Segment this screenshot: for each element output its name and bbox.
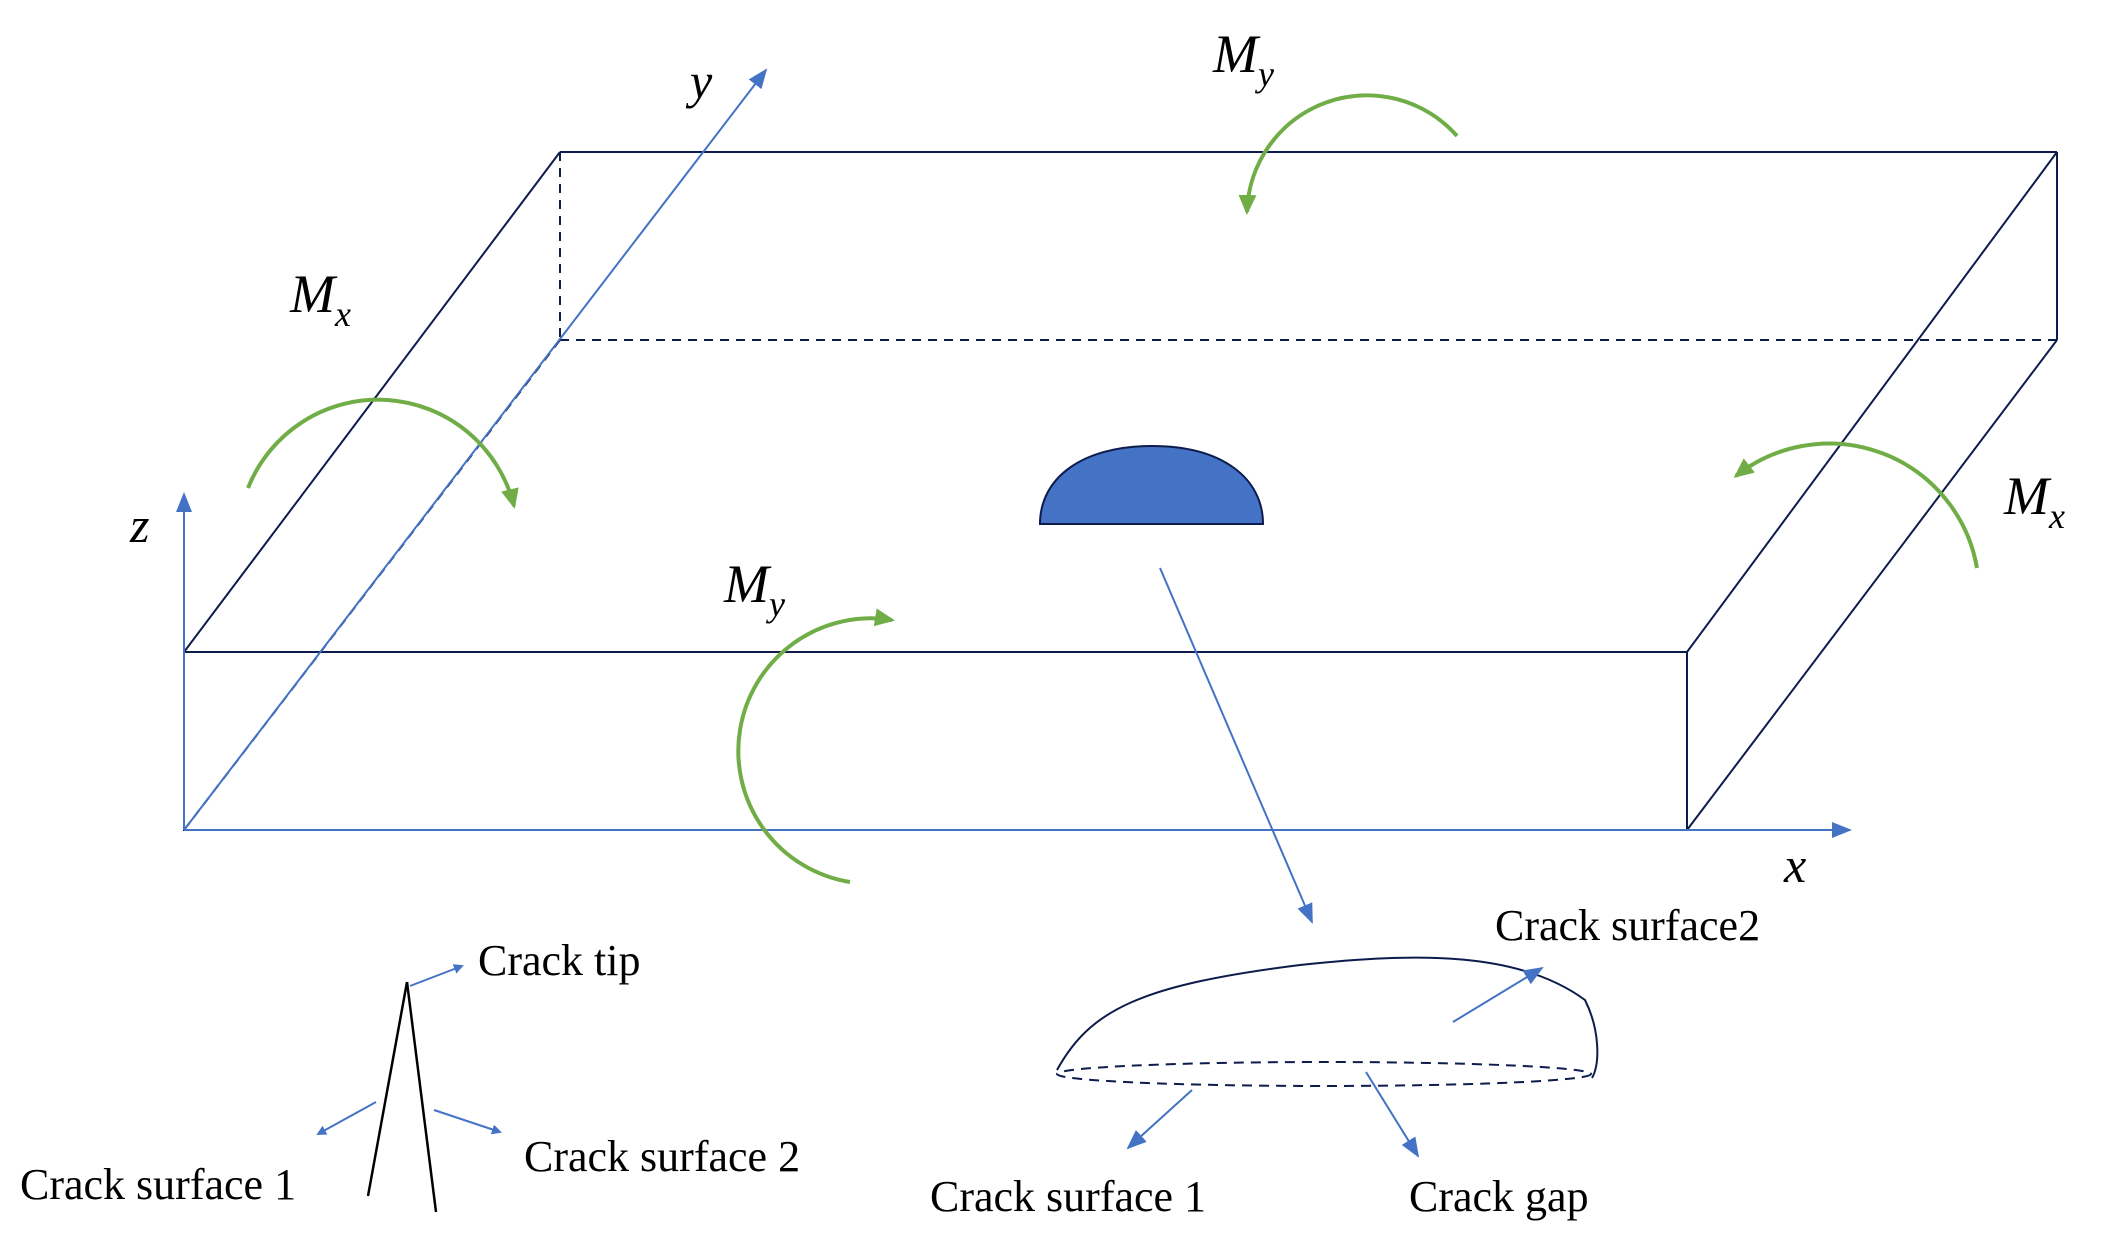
crack-tip-right-face (405, 981, 438, 1213)
detail-gap-arrow (1365, 1071, 1420, 1158)
detail-surface1-label: Crack surface 1 (930, 1172, 1206, 1221)
moment-my-top-arrow (1238, 93, 1459, 215)
tip-surface2-label: Crack surface 2 (524, 1132, 800, 1181)
surface-crack-shape (1038, 444, 1265, 525)
moment-my-front-label: My (723, 554, 785, 624)
tip-surface1-arrow (316, 1101, 377, 1135)
moment-mx-left-label: Mx (289, 264, 351, 334)
moment-mx-left-sub: x (334, 294, 351, 334)
moment-mx-right-main: M (2003, 466, 2052, 526)
z-axis-label: z (129, 497, 149, 553)
zoom-pointer-arrow (1159, 567, 1313, 924)
plate-front-face (183, 651, 1688, 831)
crack-tip-arrow (409, 964, 464, 987)
plate-top-left-edge (183, 151, 561, 653)
moment-mx-right-sub: x (2048, 496, 2065, 536)
moment-mx-left-arrow (246, 397, 519, 509)
y-axis (183, 68, 768, 831)
plate-top-right-edge (1686, 151, 2058, 653)
detail-surface2-label: Crack surface2 (1495, 901, 1760, 950)
moment-my-top-main: M (1212, 24, 1261, 84)
moment-my-front-main: M (723, 554, 772, 614)
moment-mx-right-arrow (1733, 441, 1979, 569)
moment-my-front-sub: y (766, 584, 785, 624)
crack-detail-lower-surface (1056, 1061, 1592, 1087)
detail-surface2-arrow (1452, 966, 1544, 1023)
moment-mx-right-label: Mx (2003, 466, 2065, 536)
crack-tip-label: Crack tip (478, 936, 641, 985)
crack-gap-label: Crack gap (1409, 1172, 1589, 1221)
detail-surface1-arrow (1126, 1089, 1193, 1150)
moment-mx-left-main: M (289, 264, 338, 324)
moment-arrows (246, 93, 1979, 884)
moment-my-top-label: My (1212, 24, 1274, 94)
tip-surface2-arrow (433, 1109, 502, 1135)
tip-surface1-label: Crack surface 1 (20, 1160, 296, 1209)
plate-bottom-right-edge (1686, 339, 2058, 831)
moment-my-top-sub: y (1255, 54, 1274, 94)
x-axis-label: x (1783, 837, 1806, 893)
y-axis-label: y (685, 53, 713, 109)
crack-tip-schematic (316, 964, 502, 1213)
crack-detail-upper-surface (1056, 956, 1599, 1079)
crack-tip-left-face (366, 981, 409, 1197)
coordinate-axes (176, 68, 1852, 838)
crack-detail (1056, 956, 1599, 1158)
moment-my-front-arrow (736, 608, 895, 884)
